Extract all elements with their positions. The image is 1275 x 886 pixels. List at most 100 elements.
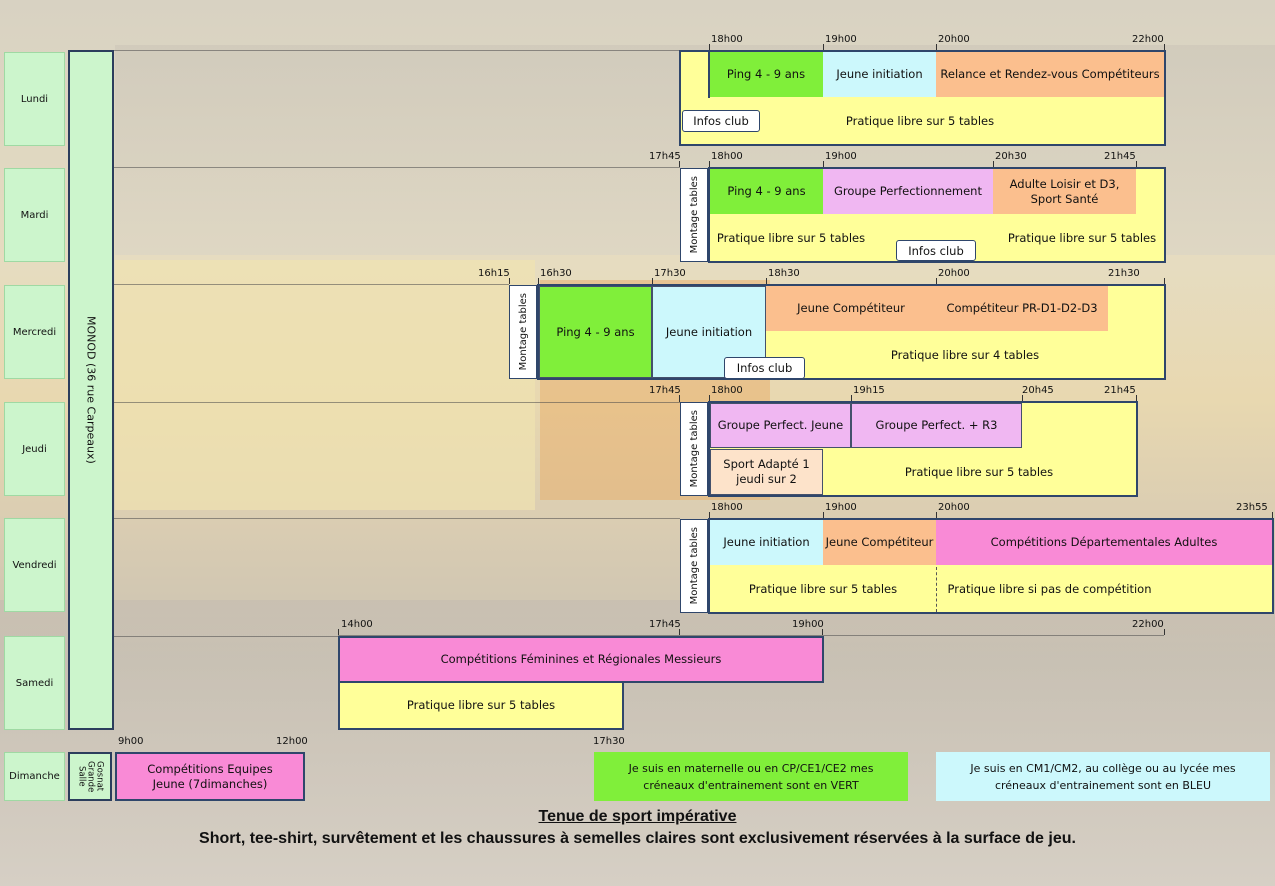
day-jeudi: Jeudi (4, 402, 65, 496)
location-monod-label: MONOD (36 rue Carpeaux) (84, 316, 98, 464)
tick (823, 161, 824, 167)
time-label: 20h45 (1022, 385, 1054, 396)
slot-groupe-perfect-r3-jeudi: Groupe Perfect. + R3 (851, 403, 1022, 448)
tick (936, 512, 937, 518)
day-mercredi: Mercredi (4, 285, 65, 379)
location-gosnat-label: Gosnat Grande Salle (76, 760, 105, 793)
footer-text: Short, tee-shirt, survêtement et les cha… (199, 830, 1076, 847)
time-label: 14h00 (341, 619, 373, 630)
tick (1164, 278, 1165, 284)
slot-jeune-initiation-lundi: Jeune initiation (823, 52, 936, 97)
tick (1272, 512, 1273, 518)
tick (509, 278, 510, 284)
time-label: 22h00 (1132, 34, 1164, 45)
tick (679, 395, 680, 402)
time-label: 19h15 (853, 385, 885, 396)
slot-relance-competiteurs-lundi: Relance et Rendez-vous Compétiteurs (936, 52, 1164, 97)
time-label: 18h00 (711, 34, 743, 45)
time-label: 20h00 (938, 268, 970, 279)
footer-title: Tenue de sport impérative (538, 808, 737, 825)
tick (1164, 44, 1165, 50)
day-samedi: Samedi (4, 636, 65, 730)
day-lundi: Lundi (4, 52, 65, 146)
time-label: 16h30 (540, 268, 572, 279)
location-gosnat: Gosnat Grande Salle (68, 752, 112, 801)
guide-line (338, 635, 1164, 636)
slot-pratique-libre-mardi-1: Pratique libre sur 5 tables (710, 226, 872, 250)
tick (538, 278, 539, 284)
tick (993, 161, 994, 167)
tick (709, 161, 710, 167)
time-label: 17h30 (654, 268, 686, 279)
guide-line (114, 518, 680, 519)
time-label: 20h30 (995, 151, 1027, 162)
montage-tables-label: Montage tables (688, 410, 700, 488)
tick (766, 278, 767, 284)
infos-club-mercredi: Infos club (724, 357, 805, 379)
slot-ping-4-9-mardi: Ping 4 - 9 ans (710, 169, 823, 214)
time-label: 22h00 (1132, 619, 1164, 630)
slot-competitions-departementales-vendredi: Compétitions Départementales Adultes (936, 520, 1272, 565)
slot-jeune-initiation-mercredi: Jeune initiation (652, 286, 766, 378)
tick (338, 629, 339, 635)
divider (708, 50, 710, 98)
time-label: 16h15 (478, 268, 510, 279)
time-label: 19h00 (792, 619, 824, 630)
time-label: 18h30 (768, 268, 800, 279)
montage-tables-mercredi: Montage tables (509, 285, 537, 379)
time-label: 19h00 (825, 502, 857, 513)
time-label: 23h55 (1236, 502, 1268, 513)
tick (936, 44, 937, 50)
time-label: 17h45 (649, 151, 681, 162)
location-monod: MONOD (36 rue Carpeaux) (68, 50, 114, 730)
tick (1164, 629, 1165, 635)
slot-jeune-competiteur-mercredi: Jeune Compétiteur (766, 286, 936, 331)
time-label: 20h00 (938, 34, 970, 45)
time-label: 17h45 (649, 619, 681, 630)
infos-club-lundi: Infos club (682, 110, 760, 132)
guide-line (114, 167, 680, 168)
day-mardi: Mardi (4, 168, 65, 262)
slot-groupe-perfect-jeune-jeudi: Groupe Perfect. Jeune (710, 403, 851, 448)
time-label: 19h00 (825, 34, 857, 45)
time-label: 12h00 (276, 736, 308, 747)
guide-line (114, 636, 338, 637)
montage-tables-label: Montage tables (688, 176, 700, 254)
time-label: 19h00 (825, 151, 857, 162)
slot-sport-adapte-jeudi: Sport Adapté 1 jeudi sur 2 (710, 449, 823, 495)
slot-competitions-feminines-samedi: Compétitions Féminines et Régionales Mes… (338, 636, 824, 683)
tick (823, 512, 824, 518)
time-label: 21h45 (1104, 385, 1136, 396)
montage-tables-vendredi: Montage tables (680, 519, 708, 613)
time-label: 17h30 (593, 736, 625, 747)
tick (652, 278, 653, 284)
tick (709, 512, 710, 518)
slot-adulte-loisir-mardi: Adulte Loisir et D3, Sport Santé (993, 169, 1136, 214)
note-blue: Je suis en CM1/CM2, au collège ou au lyc… (936, 752, 1270, 801)
tick (1136, 161, 1137, 167)
slot-pratique-libre-lundi: Pratique libre sur 5 tables (770, 99, 1070, 143)
day-dimanche: Dimanche (4, 752, 65, 801)
slot-pratique-libre-mercredi: Pratique libre sur 4 tables (820, 340, 1110, 370)
slot-competitions-equipes-jeune-dimanche: Compétitions Equipes Jeune (7dimanches) (115, 752, 305, 801)
slot-pratique-libre-vendredi-2: Pratique libre si pas de compétition (937, 567, 1162, 612)
montage-tables-label: Montage tables (517, 293, 529, 371)
slot-jeune-initiation-vendredi: Jeune initiation (710, 520, 823, 565)
guide-line (114, 402, 680, 403)
slot-pratique-libre-vendredi-1: Pratique libre sur 5 tables (710, 567, 936, 612)
note-green: Je suis en maternelle ou en CP/CE1/CE2 m… (594, 752, 908, 801)
tick (823, 44, 824, 50)
montage-tables-jeudi: Montage tables (680, 402, 708, 496)
tick (679, 629, 680, 635)
day-vendredi: Vendredi (4, 518, 65, 612)
guide-line (114, 284, 509, 285)
montage-tables-mardi: Montage tables (680, 168, 708, 262)
infos-club-mardi: Infos club (896, 240, 976, 261)
background-wall (115, 260, 535, 510)
time-label: 18h00 (711, 385, 743, 396)
slot-pratique-libre-samedi: Pratique libre sur 5 tables (338, 683, 624, 730)
montage-tables-label: Montage tables (688, 527, 700, 605)
tick (851, 395, 852, 402)
time-label: 18h00 (711, 502, 743, 513)
slot-jeune-competiteur-vendredi: Jeune Compétiteur (823, 520, 936, 565)
